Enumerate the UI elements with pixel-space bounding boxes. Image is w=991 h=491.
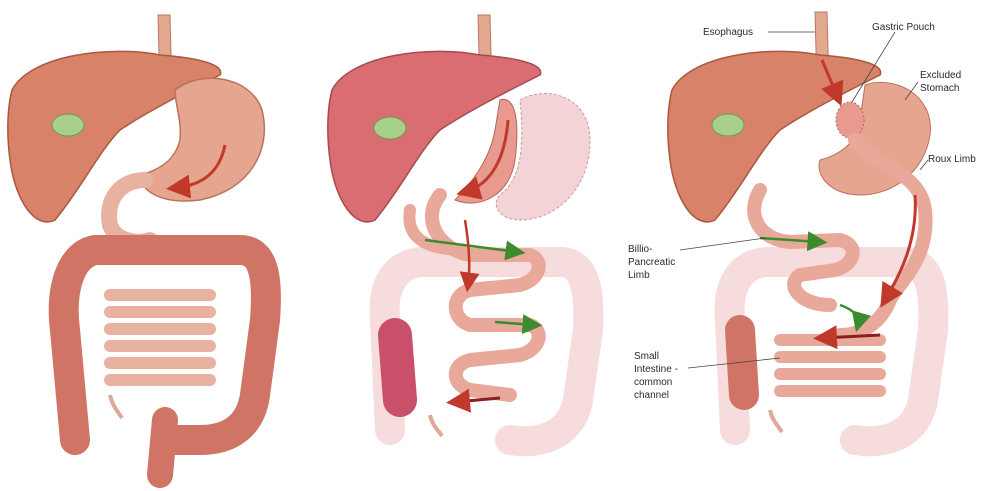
label-common-channel-line3: common xyxy=(634,377,672,388)
label-bp-limb-line1: Billio- xyxy=(628,244,652,255)
label-common-channel-line2: Intestine - xyxy=(634,364,678,375)
panel-normal-anatomy xyxy=(8,15,266,475)
small-intestine xyxy=(110,295,210,380)
gallbladder-right xyxy=(712,114,744,136)
exit-flow-arrow-middle xyxy=(455,398,500,402)
label-excluded-stomach-line2: Stomach xyxy=(920,83,959,94)
appendix-right xyxy=(770,410,782,432)
label-bp-limb-line3: Limb xyxy=(628,270,650,281)
label-common-channel-line4: channel xyxy=(634,390,669,401)
label-gastric-pouch: Gastric Pouch xyxy=(872,22,935,33)
rectum xyxy=(160,420,165,475)
label-common-channel-line1: Small xyxy=(634,351,659,362)
alimentary-limb-middle xyxy=(432,195,539,395)
colon-pink-segment xyxy=(395,335,400,400)
panel-roux-en-y: Esophagus Gastric Pouch Excluded Stomach… xyxy=(628,12,976,441)
duodenum xyxy=(109,180,150,242)
panel-duodenal-switch xyxy=(328,15,590,441)
label-roux-limb: Roux Limb xyxy=(928,154,976,165)
label-esophagus: Esophagus xyxy=(703,27,753,38)
gallbladder-middle xyxy=(374,117,406,139)
label-excluded-stomach-line1: Excluded xyxy=(920,70,961,81)
common-channel xyxy=(780,340,880,391)
label-bp-limb-line2: Pancreatic xyxy=(628,257,675,268)
junction-flow-arrow-right xyxy=(840,305,858,325)
gallbladder xyxy=(52,114,84,136)
appendix xyxy=(110,395,122,418)
appendix-middle xyxy=(430,415,442,436)
gastric-pouch xyxy=(836,102,864,138)
